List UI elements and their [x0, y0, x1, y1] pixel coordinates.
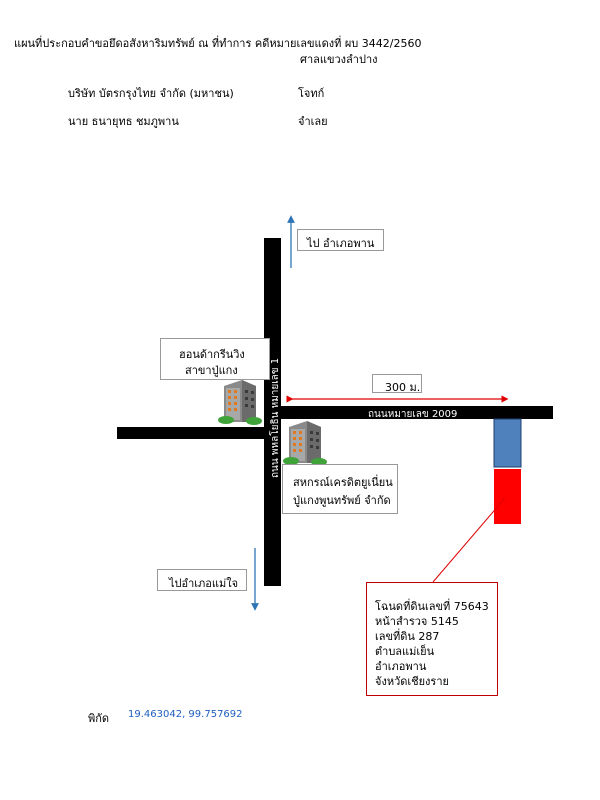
coordinates-label: พิกัด: [88, 712, 110, 725]
landmark-honda-box: ฮอนด้ากรีนวิง สาขาปู่แกง: [160, 338, 270, 380]
north-direction-box: ไป อำเภอพาน: [297, 229, 384, 251]
property-info-box: โฉนดที่ดินเลขที่ 75643 หน้าสำรวจ 5145 เล…: [366, 582, 498, 696]
building-icon: [283, 421, 327, 466]
defendant-role: จำเลย: [298, 115, 328, 128]
court-name: ศาลแขวงลำปาง: [300, 53, 378, 66]
south-direction-label: ไปอำเภอแม่ใจ: [169, 577, 239, 590]
coordinates-value: 19.463042, 99.757692: [128, 709, 243, 720]
plot-upper: [493, 418, 522, 468]
callout-pointer: [432, 497, 506, 583]
property-land-number: เลขที่ดิน 287: [375, 630, 440, 643]
landmark-cooperative-line2: ปู่แกงพูนทรัพย์ จำกัด: [293, 494, 391, 507]
west-road: [117, 427, 281, 439]
defendant-name: นาย ธนายุทธ ชมภูพาน: [68, 115, 179, 128]
south-direction-box: ไปอำเภอแม่ใจ: [157, 569, 247, 591]
landmark-honda-line1: ฮอนด้ากรีนวิง: [179, 348, 245, 361]
main-road: [264, 238, 281, 586]
property-deed-number: โฉนดที่ดินเลขที่ 75643: [375, 600, 489, 613]
plot-lower: [494, 469, 521, 524]
property-district: อำเภอพาน: [375, 660, 427, 673]
landmark-honda-line2: สาขาปู่แกง: [185, 364, 238, 377]
side-road: [281, 406, 553, 419]
landmark-cooperative-box: สหกรณ์เครดิตยูเนี่ยน ปู่แกงพูนทรัพย์ จำก…: [282, 464, 398, 514]
document-title: แผนที่ประกอบคำขอยึดอสังหาริมทรัพย์ ณ ที่…: [14, 37, 422, 50]
building-icon: [218, 380, 262, 425]
north-direction-label: ไป อำเภอพาน: [307, 237, 375, 250]
main-road-label: ถนน พหลโยธิน หมายเลข 1: [270, 357, 281, 478]
property-survey-page: หน้าสำรวจ 5145: [375, 615, 459, 628]
distance-label: 300 ม.: [385, 381, 421, 394]
plaintiff-name: บริษัท บัตรกรุงไทย จำกัด (มหาชน): [68, 87, 234, 100]
plaintiff-role: โจทก์: [298, 87, 325, 100]
property-subdistrict: ตำบลแม่เย็น: [375, 645, 435, 658]
landmark-cooperative-line1: สหกรณ์เครดิตยูเนี่ยน: [293, 476, 393, 489]
side-road-label: ถนนหมายเลข 2009: [368, 409, 458, 420]
distance-box: 300 ม.: [372, 374, 422, 394]
property-province: จังหวัดเชียงราย: [375, 675, 449, 688]
